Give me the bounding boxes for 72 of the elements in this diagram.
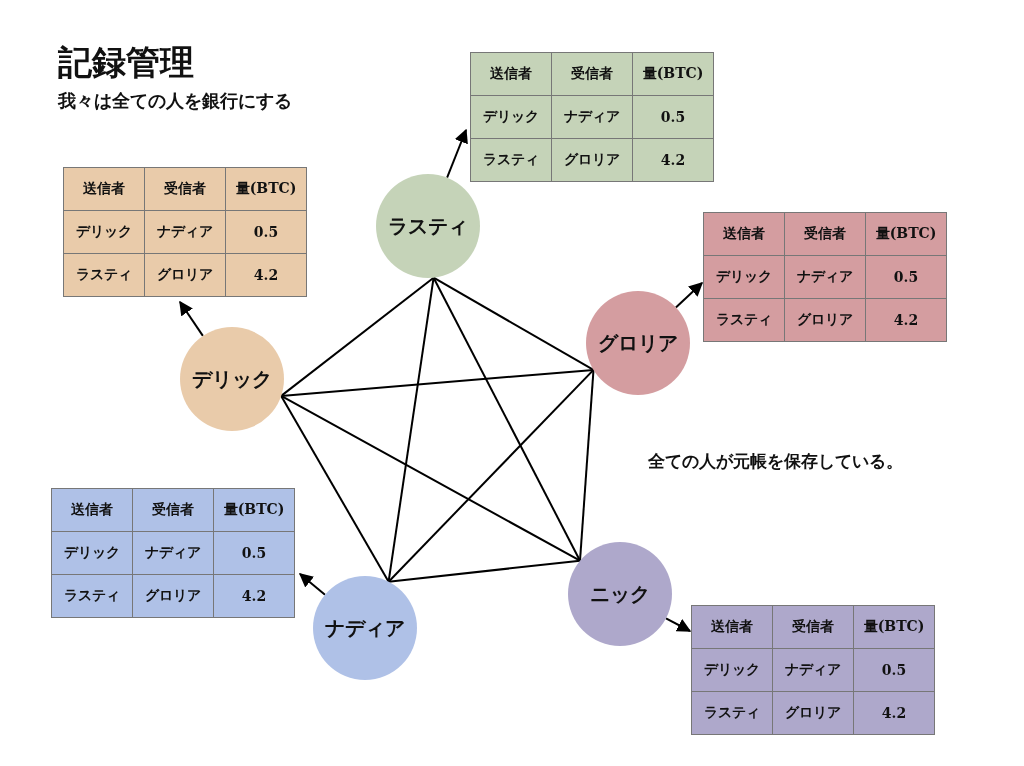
table-cell: 0.5 [632,95,714,139]
table-cell: ラスティ [51,574,133,618]
table-cell: 4.2 [853,691,935,735]
table-cell: 0.5 [213,531,295,575]
table-cell: ナディア [784,255,866,299]
connection-line [280,394,581,562]
table-cell: ナディア [551,95,633,139]
ledger-table [691,605,935,735]
table-cell: グロリア [784,298,866,342]
table-cell: デリック [63,210,145,254]
table-cell: デリック [51,531,133,575]
header-cell: 受信者 [772,605,854,649]
table-cell: デリック [470,95,552,139]
header-cell: 量(BTC) [213,488,295,532]
header-cell: 量(BTC) [853,605,935,649]
header-cell: 受信者 [144,167,226,211]
header-cell: 量(BTC) [865,212,947,256]
connection-line [280,368,595,397]
person-circle: ニック [568,542,672,646]
header-cell: 量(BTC) [225,167,307,211]
connection-line [280,276,435,397]
person-circle: ナディア [313,576,417,680]
header-cell: 量(BTC) [632,52,714,96]
table-cell: 0.5 [865,255,947,299]
arrow [179,300,204,337]
table-cell: ラスティ [470,138,552,182]
arrow [674,282,703,309]
ledger-table [470,52,714,182]
title: 記録管理 [58,41,194,84]
person-circle: ラスティ [376,174,480,278]
header-cell: 送信者 [703,212,785,256]
table-cell: 0.5 [225,210,307,254]
ledger-table [63,167,307,297]
table-cell: グロリア [551,138,633,182]
table-cell: グロリア [772,691,854,735]
header-cell: 送信者 [51,488,133,532]
connection-line [387,368,595,583]
connection-line [432,276,595,371]
person-circle: グロリア [586,291,690,395]
header-cell: 受信者 [784,212,866,256]
table-cell: 4.2 [865,298,947,342]
header-cell: 送信者 [691,605,773,649]
arrow [665,617,692,632]
table-cell: グロリア [132,574,214,618]
header-cell: 受信者 [551,52,633,96]
table-cell: ラスティ [691,691,773,735]
table-cell: ナディア [144,210,226,254]
table-cell: ナディア [772,648,854,692]
table-cell: デリック [691,648,773,692]
ledger-table [51,488,295,618]
table-cell: 4.2 [632,138,714,182]
note-text: 全ての人が元帳を保存している。 [648,450,903,473]
ledger-table [703,212,947,342]
connection-line [387,559,581,583]
table-cell: 4.2 [213,574,295,618]
header-cell: 送信者 [63,167,145,211]
table-cell: ラスティ [63,253,145,297]
table-cell: ラスティ [703,298,785,342]
table-cell: デリック [703,255,785,299]
table-cell: グロリア [144,253,226,297]
header-cell: 送信者 [470,52,552,96]
arrow [298,573,326,596]
connection-line [387,276,435,583]
table-cell: 0.5 [853,648,935,692]
header-cell: 受信者 [132,488,214,532]
arrow [446,128,468,179]
connection-line [280,394,390,583]
connection-line [432,276,581,562]
subtitle: 我々は全ての人を銀行にする [58,89,292,113]
person-circle: デリック [180,327,284,431]
table-cell: ナディア [132,531,214,575]
table-cell: 4.2 [225,253,307,297]
